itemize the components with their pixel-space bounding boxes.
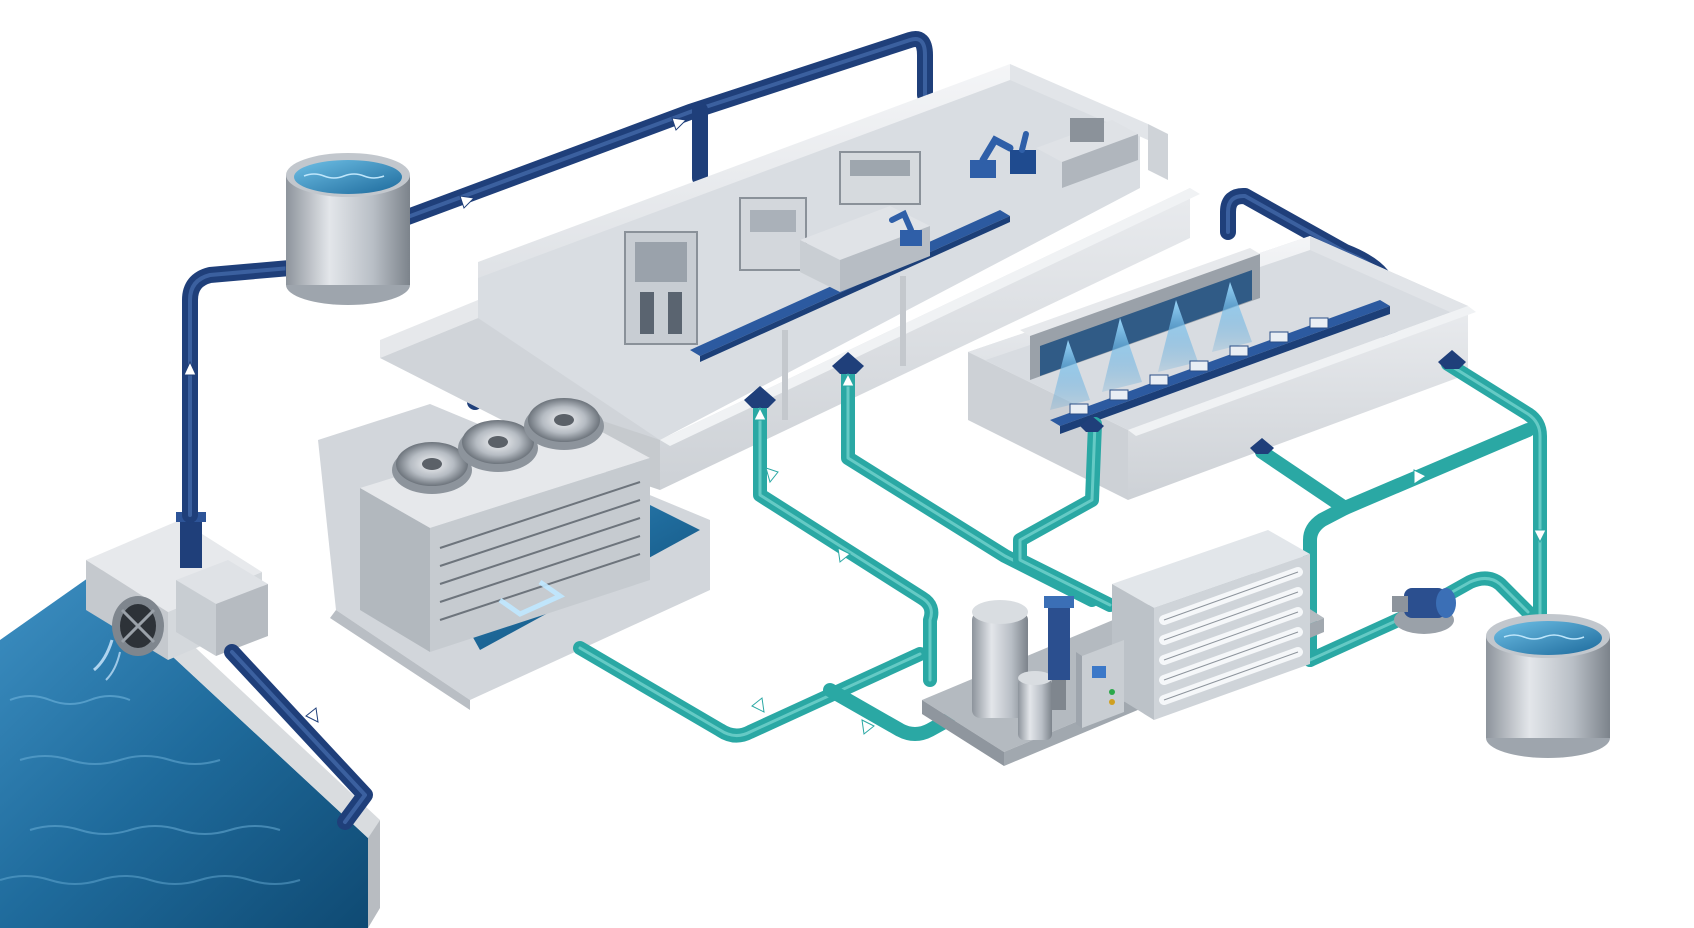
pressure-vessel-icon (1018, 671, 1052, 740)
pump-icon (1044, 596, 1074, 710)
ro-membrane-rack (1112, 530, 1310, 720)
flow-arrow-icon (837, 547, 851, 563)
fan-icon (392, 442, 472, 494)
flow-arrow-icon (459, 195, 476, 209)
drain-icon (1438, 350, 1466, 369)
robot-arm-icon (889, 209, 922, 246)
flow-arrow-icon (1413, 469, 1427, 485)
drain-icon (832, 352, 864, 374)
machine-icon (839, 151, 921, 205)
drain-icon (1250, 438, 1274, 454)
recycled-water-pipes (573, 357, 1547, 743)
flow-arrow-icon (751, 697, 765, 713)
flow-arrow-icon (765, 467, 779, 484)
elevated-storage-tank (286, 153, 410, 305)
flow-arrow-icon (841, 372, 855, 387)
recycle-flow-arrows (751, 372, 1547, 735)
cooling-tower (318, 398, 710, 710)
spray-icon (1050, 282, 1252, 410)
control-panel-icon (1076, 640, 1124, 728)
washer-unit (1020, 248, 1260, 380)
fan-icon (458, 420, 538, 472)
fan-icon (524, 398, 604, 450)
machine-icon (624, 231, 698, 345)
pressure-vessel-icon (972, 600, 1028, 718)
intake-screen-icon (93, 596, 164, 681)
drain-icon (744, 386, 776, 408)
flow-arrow-icon (183, 360, 197, 376)
transfer-pump (1392, 588, 1456, 634)
machine-icon (1036, 118, 1138, 188)
water-treatment-skid (922, 530, 1324, 766)
flow-arrow-icon (305, 707, 319, 723)
drain-fittings (744, 350, 1466, 454)
flow-arrow-icon (671, 117, 688, 131)
flow-arrow-icon (861, 719, 875, 735)
production-hall (380, 64, 1200, 490)
flow-arrow-icon (753, 406, 767, 421)
flow-arrow-icon (1533, 529, 1547, 544)
drain-icon (1080, 416, 1104, 432)
recycled-water-tank (1486, 614, 1610, 758)
machine-icon (739, 197, 807, 271)
robot-arm-icon (970, 131, 1036, 178)
